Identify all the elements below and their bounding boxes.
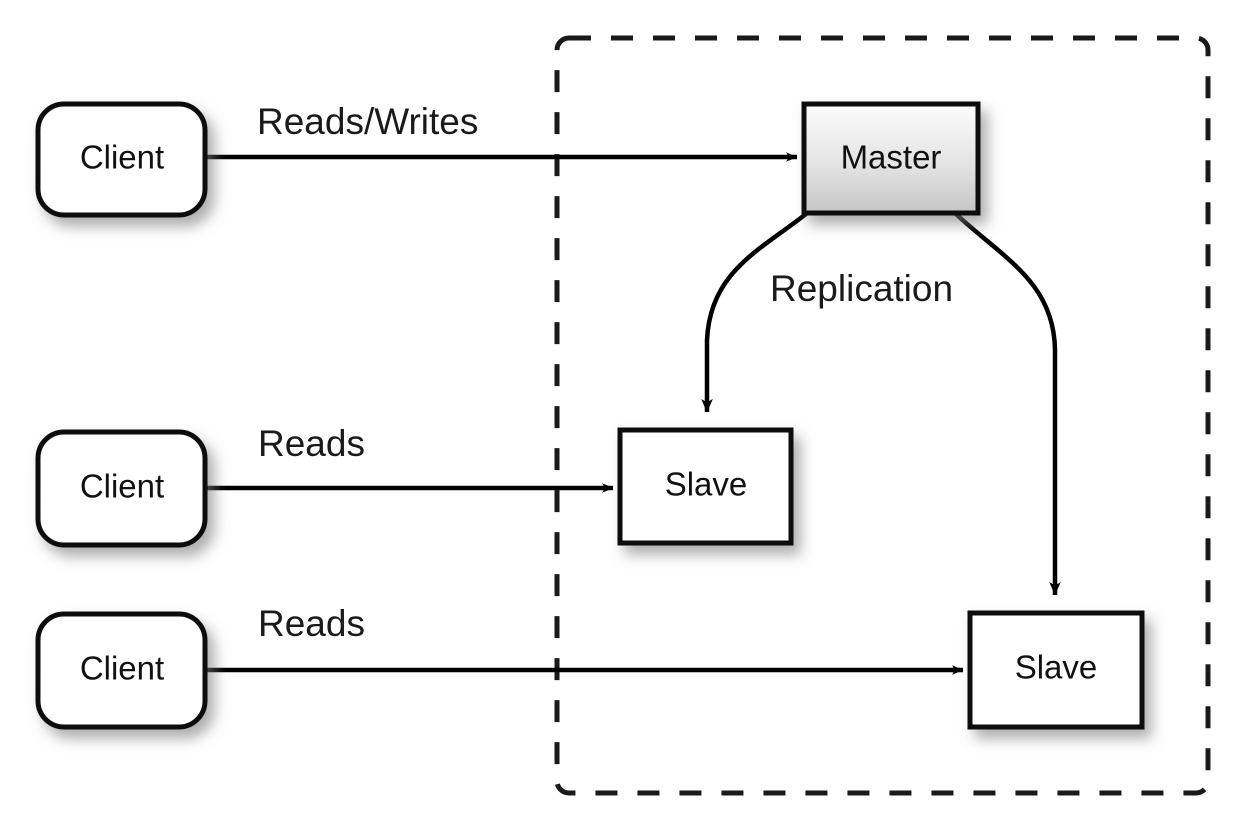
node-client-2[interactable]: Client — [35, 429, 208, 548]
edge-label-reads-2: Reads — [258, 603, 365, 644]
client-3-box[interactable] — [35, 611, 208, 730]
node-master[interactable]: Master — [801, 101, 981, 216]
replication-boundary — [554, 35, 1211, 796]
master-label: Master — [841, 139, 942, 176]
slave-2-box[interactable] — [967, 610, 1145, 730]
edge-label-reads-writes: Reads/Writes — [257, 101, 478, 142]
edge-label-reads-1: Reads — [258, 423, 365, 464]
node-slave-1[interactable]: Slave — [617, 427, 794, 546]
edge-master-slave2 — [954, 212, 1061, 596]
client-1-box[interactable] — [35, 101, 208, 218]
client-1-label: Client — [80, 139, 164, 176]
edge-master-slave1 — [701, 212, 808, 413]
master-box[interactable] — [801, 101, 981, 216]
client-2-box[interactable] — [35, 429, 208, 548]
node-client-1[interactable]: Client — [35, 101, 208, 218]
slave-1-label: Slave — [665, 466, 748, 503]
node-client-3[interactable]: Client — [35, 611, 208, 730]
client-3-label: Client — [80, 650, 164, 687]
edge-label-replication: Replication — [770, 268, 953, 309]
client-2-label: Client — [80, 468, 164, 505]
slave-2-label: Slave — [1015, 649, 1098, 686]
slave-1-box[interactable] — [617, 427, 794, 546]
node-slave-2[interactable]: Slave — [967, 610, 1145, 730]
